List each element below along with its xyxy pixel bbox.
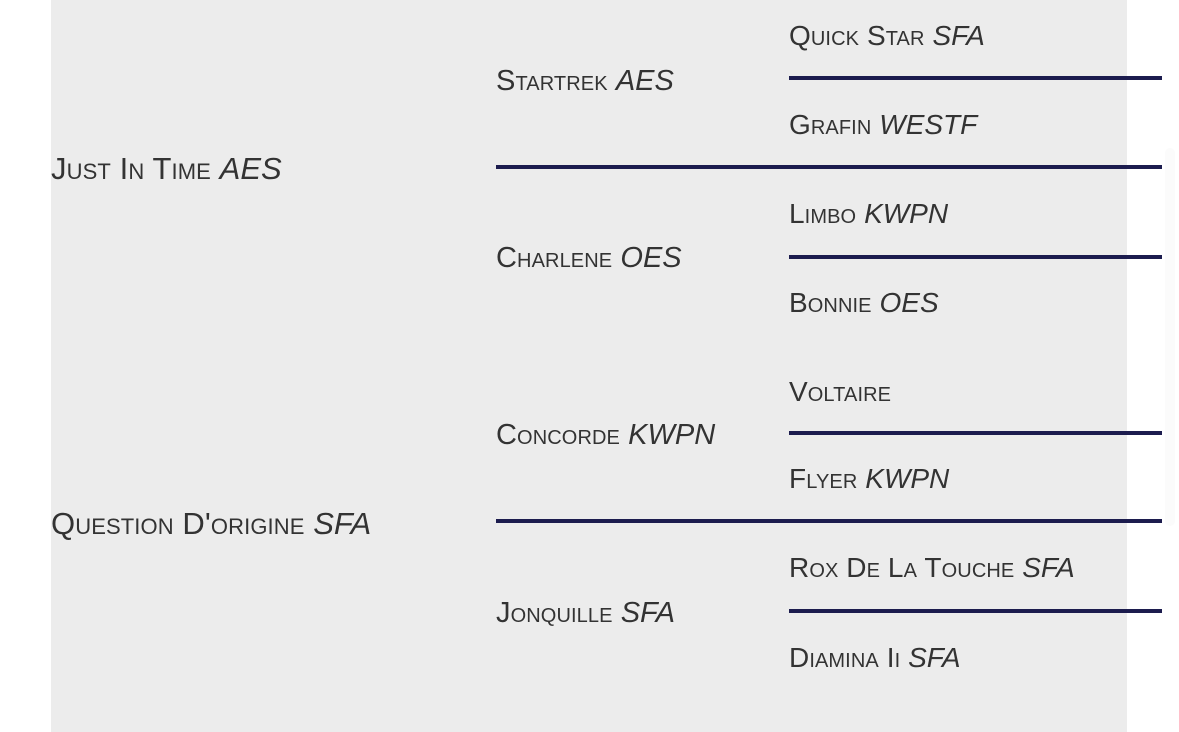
pedigree-node-gen3-2[interactable]: Grafin WESTF bbox=[737, 95, 1127, 155]
pedigree-node-registry: SFA bbox=[1022, 552, 1075, 583]
pedigree-node-label: Rox De La Touche SFA bbox=[789, 552, 1075, 583]
pedigree-divider-gen3-2 bbox=[789, 255, 1178, 259]
pedigree-node-label: Bonnie OES bbox=[789, 287, 939, 318]
pedigree-node-gen2-1[interactable]: Startrek AES bbox=[445, 51, 737, 111]
generation-1-column: Just In Time AES Question D'origine SFA bbox=[51, 0, 445, 732]
pedigree-node-label: Question D'origine SFA bbox=[51, 506, 372, 541]
pedigree-node-registry: OES bbox=[879, 287, 939, 318]
pedigree-node-label: Flyer KWPN bbox=[789, 463, 950, 494]
pedigree-node-label: Jonquille SFA bbox=[496, 596, 675, 629]
pedigree-node-label: Startrek AES bbox=[496, 64, 674, 97]
pedigree-node-label: Diamina Ii SFA bbox=[789, 642, 961, 673]
pedigree-node-gen2-4[interactable]: Jonquille SFA bbox=[445, 583, 737, 643]
pedigree-divider-gen3-4 bbox=[789, 609, 1178, 613]
pedigree-node-gen1-2[interactable]: Question D'origine SFA bbox=[51, 494, 445, 554]
pedigree-node-registry: WESTF bbox=[879, 109, 978, 140]
pedigree-node-registry: KWPN bbox=[865, 463, 950, 494]
pedigree-node-gen2-2[interactable]: Charlene OES bbox=[445, 228, 737, 288]
pedigree-node-gen3-7[interactable]: Rox De La Touche SFA bbox=[737, 538, 1127, 598]
pedigree-node-gen3-6[interactable]: Flyer KWPN bbox=[737, 449, 1127, 509]
pedigree-node-gen2-3[interactable]: Concorde KWPN bbox=[445, 405, 737, 465]
pedigree-node-registry: KWPN bbox=[628, 418, 716, 451]
pedigree-node-registry: KWPN bbox=[864, 198, 949, 229]
pedigree-node-label: Charlene OES bbox=[496, 241, 682, 274]
generation-2-column: Startrek AES Charlene OES Concorde KWPN … bbox=[445, 0, 737, 732]
pedigree-node-registry: SFA bbox=[313, 506, 372, 541]
pedigree-divider-gen2-2 bbox=[496, 519, 1178, 523]
pedigree-panel: Just In Time AES Question D'origine SFA … bbox=[51, 0, 1178, 732]
pedigree-node-registry: SFA bbox=[620, 596, 675, 629]
pedigree-node-gen3-3[interactable]: Limbo KWPN bbox=[737, 184, 1127, 244]
pedigree-node-gen3-5[interactable]: Voltaire bbox=[737, 362, 1127, 422]
pedigree-node-label: Just In Time AES bbox=[51, 151, 282, 186]
pedigree-node-gen3-1[interactable]: Quick Star SFA bbox=[737, 6, 1127, 66]
pedigree-node-registry: OES bbox=[620, 241, 682, 274]
pedigree-node-label: Quick Star SFA bbox=[789, 20, 985, 51]
pedigree-divider-gen3-1 bbox=[789, 76, 1178, 80]
vertical-scrollbar-thumb[interactable] bbox=[1165, 148, 1175, 526]
pedigree-node-label: Concorde KWPN bbox=[496, 418, 716, 451]
pedigree-node-registry: AES bbox=[219, 151, 282, 186]
pedigree-divider-gen3-3 bbox=[789, 431, 1178, 435]
pedigree-node-label: Limbo KWPN bbox=[789, 198, 949, 229]
generation-3-column: Quick Star SFA Grafin WESTF Limbo KWPN B… bbox=[737, 0, 1127, 732]
pedigree-node-registry: SFA bbox=[908, 642, 961, 673]
pedigree-node-registry: AES bbox=[615, 64, 674, 97]
pedigree-node-label: Voltaire bbox=[789, 376, 892, 407]
pedigree-node-gen3-4[interactable]: Bonnie OES bbox=[737, 273, 1127, 333]
vertical-scrollbar-track[interactable] bbox=[1162, 0, 1179, 732]
pedigree-node-registry: SFA bbox=[932, 20, 985, 51]
pedigree-node-gen3-8[interactable]: Diamina Ii SFA bbox=[737, 628, 1127, 688]
pedigree-node-gen1-1[interactable]: Just In Time AES bbox=[51, 139, 445, 199]
pedigree-divider-gen2-1 bbox=[496, 165, 1178, 169]
pedigree-node-label: Grafin WESTF bbox=[789, 109, 978, 140]
